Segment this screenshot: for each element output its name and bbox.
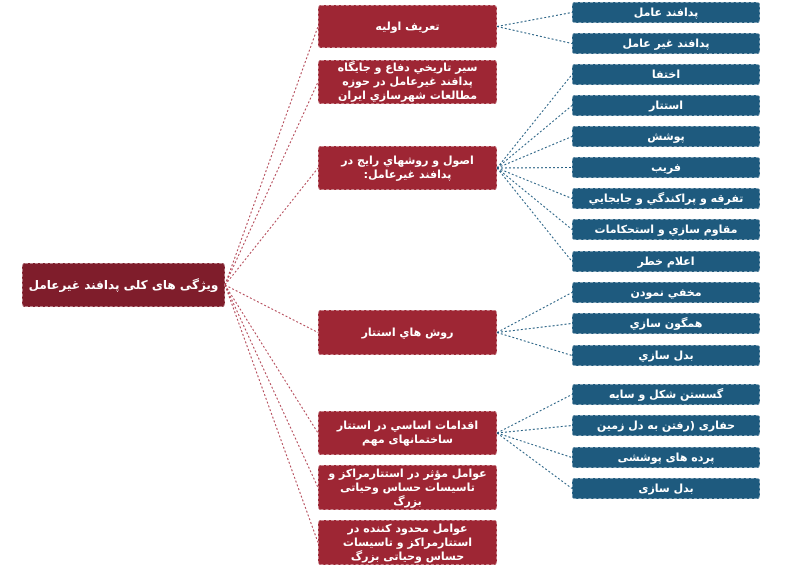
topic-leaf-connector xyxy=(496,167,573,199)
topic-node[interactable]: روش هاي استتار xyxy=(318,310,497,355)
topic-node[interactable]: اصول و روشهاي رایج در پدافند غیرعامل: xyxy=(318,146,497,190)
leaf-node[interactable]: مقاوم سازي و استحكامات xyxy=(572,219,760,240)
topic-leaf-connector xyxy=(496,136,573,169)
topic-leaf-connector xyxy=(496,323,573,333)
topic-leaf-connector xyxy=(496,432,573,458)
topic-leaf-connector xyxy=(496,167,573,230)
topic-leaf-connector xyxy=(496,292,573,333)
leaf-node[interactable]: پرده های پوششی xyxy=(572,447,760,468)
topic-node[interactable]: تعریف اولیه xyxy=(318,5,497,48)
leaf-node[interactable]: اختفا xyxy=(572,64,760,85)
topic-node[interactable]: عوامل مؤثر در استتارمراكز و تاسیسات حساس… xyxy=(318,465,497,510)
topic-leaf-connector xyxy=(496,74,573,169)
leaf-node[interactable]: حفاری (رفتن به دل زمین xyxy=(572,415,760,436)
topic-leaf-connector xyxy=(496,425,573,434)
root-topic-connector xyxy=(224,284,319,488)
topic-leaf-connector xyxy=(496,394,573,434)
leaf-node[interactable]: تفرقه و پراكندگي و جابجایي xyxy=(572,188,760,209)
topic-node[interactable]: عوامل محدود کننده در استتارمراكز و تاسیس… xyxy=(318,520,497,565)
leaf-node[interactable]: بدل سازي xyxy=(572,345,760,366)
leaf-node[interactable]: فریب xyxy=(572,157,760,178)
leaf-node[interactable]: اعلام خطر xyxy=(572,251,760,272)
leaf-node[interactable]: گسستن شكل و سایه xyxy=(572,384,760,405)
leaf-node[interactable]: بدل سازی xyxy=(572,478,760,499)
root-topic-connector xyxy=(224,284,319,543)
leaf-node[interactable]: استتار xyxy=(572,95,760,116)
leaf-node[interactable]: پدافند غیر عامل xyxy=(572,33,760,54)
root-topic-connector xyxy=(224,26,319,286)
topic-node[interactable]: سیر تاریخي دفاع و جایگاه پدافند غیرعامل … xyxy=(318,60,497,104)
root-topic-connector xyxy=(224,284,319,333)
topic-leaf-connector xyxy=(496,12,573,27)
topic-node[interactable]: اقدامات اساسي در استتار ساختمانهای مهم xyxy=(318,411,497,455)
topic-leaf-connector xyxy=(496,167,573,262)
leaf-node[interactable]: پدافند عامل xyxy=(572,2,760,23)
topic-leaf-connector xyxy=(496,26,573,44)
root-topic-connector xyxy=(224,284,319,434)
leaf-node[interactable]: مخفي نمودن xyxy=(572,282,760,303)
topic-leaf-connector xyxy=(496,432,573,489)
topic-leaf-connector xyxy=(496,332,573,356)
root-topic-connector xyxy=(224,167,319,286)
topic-leaf-connector xyxy=(496,105,573,169)
leaf-node[interactable]: پوشش xyxy=(572,126,760,147)
leaf-node[interactable]: همگون سازي xyxy=(572,313,760,334)
topic-leaf-connector xyxy=(496,167,573,169)
root-topic-connector xyxy=(224,81,319,286)
root-node[interactable]: ویژگی های کلی پدافند غیرعامل xyxy=(22,263,225,307)
